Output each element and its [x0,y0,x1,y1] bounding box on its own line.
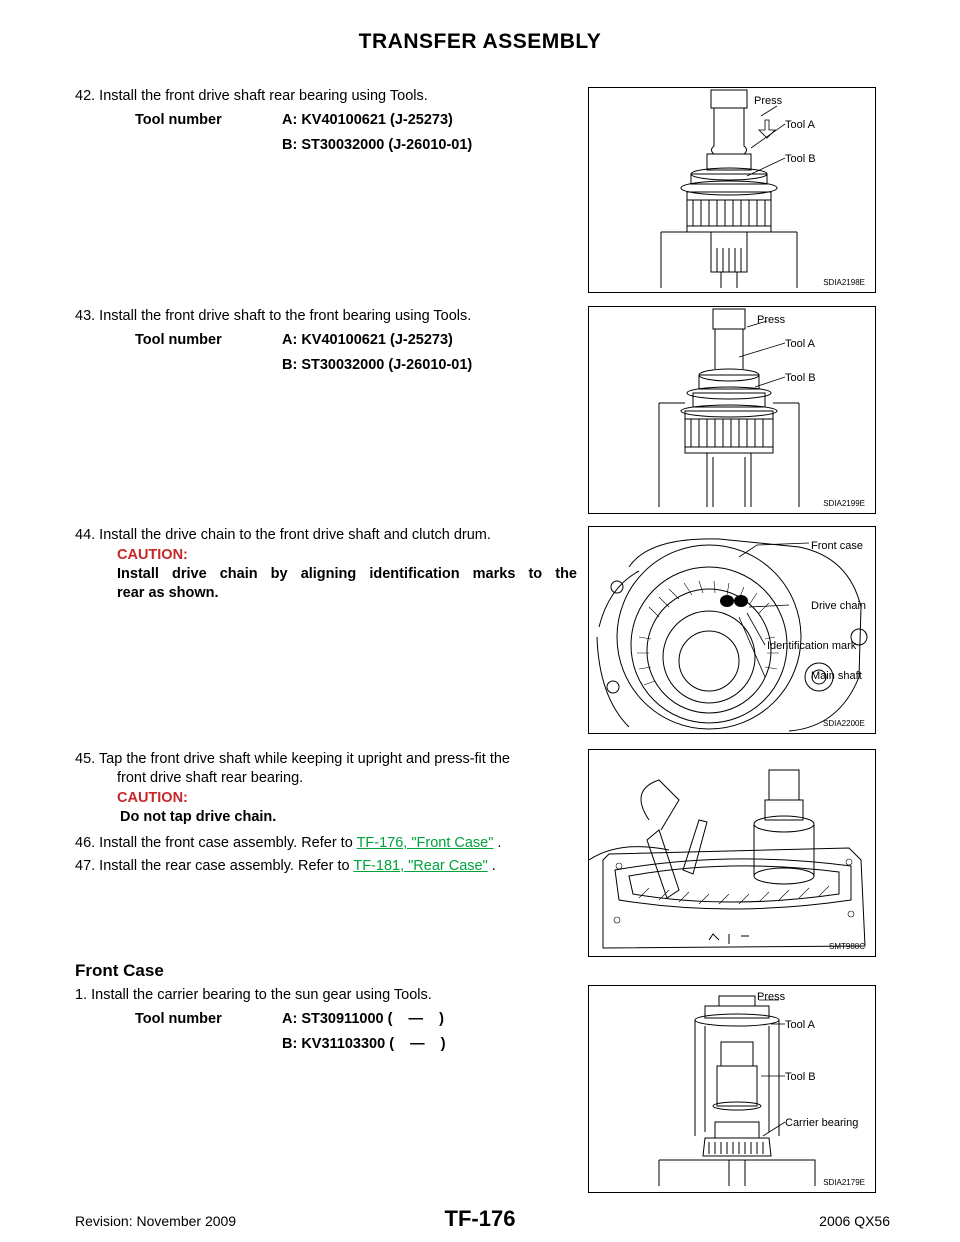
figure-front-shaft-front-bearing: Press Tool A Tool B SDIA2199E [588,306,876,514]
caution-label: CAUTION: [117,790,188,806]
tool-number-label: Tool number [135,332,222,348]
figure-id: SDIA2179E [823,1178,865,1187]
page-number: TF-176 [444,1206,516,1231]
step-47-suffix: . [491,858,496,874]
fig5-tool-b-label: Tool B [785,1071,816,1083]
figure-id: SMT988C [828,942,865,951]
tool-b-value: B: ST30032000 (J-26010-01) [282,137,473,153]
step-45-text-line2: front drive shaft rear bearing. [117,770,304,786]
figure-front-shaft-rear-bearing: Press Tool A Tool B SDIA2198E [588,87,876,293]
tool-a-value: A: ST30911000 ( — ) [282,1011,444,1027]
front-case-step-1-text: 1. Install the carrier bearing to the su… [75,987,432,1003]
tool-a-value: A: KV40100621 (J-25273) [282,332,453,348]
fig3-drive-chain-label: Drive chain [811,600,866,612]
caution-text: Do not tap drive chain. [120,809,277,825]
step-47-text: 47. Install the rear case assembly. Refe… [75,858,350,874]
fig3-main-shaft-label: Main shaft [811,670,862,682]
page-title: TRANSFER ASSEMBLY [358,30,602,53]
tool-number-label: Tool number [135,112,222,128]
fig5-press-label: Press [757,991,786,1003]
step-45-text-line1: 45. Tap the front drive shaft while keep… [75,751,510,767]
fig5-tool-a-label: Tool A [785,1019,816,1031]
figure-id: SDIA2198E [823,278,865,287]
tool-number-label: Tool number [135,1011,222,1027]
footer-revision: Revision: November 2009 [75,1213,237,1229]
step-46: 46. Install the front case assembly. Ref… [75,834,501,852]
caution-text-line2: rear as shown. [117,585,219,601]
caution-label: CAUTION: [117,547,188,563]
rear-case-reference-link[interactable]: TF-181, "Rear Case" [353,858,488,874]
fig5-carrier-bearing-label: Carrier bearing [785,1117,858,1129]
step-44-text: 44. Install the drive chain to the front… [75,527,491,543]
fig1-tool-a-label: Tool A [785,119,816,131]
figure-id: SDIA2200E [823,719,865,728]
step-46-text: 46. Install the front case assembly. Ref… [75,835,353,851]
step-47: 47. Install the rear case assembly. Refe… [75,857,496,875]
step-43-text: 43. Install the front drive shaft to the… [75,308,472,324]
footer-model: 2006 QX56 [819,1213,890,1229]
tool-b-value: B: KV31103300 ( — ) [282,1036,446,1052]
figure-drive-chain: Front case Drive chain Identification ma… [588,526,876,734]
fig3-identification-mark-label: Identification mark [767,640,857,652]
fig1-press-label: Press [754,95,783,107]
tool-b-value: B: ST30032000 (J-26010-01) [282,357,473,373]
figure-press-fit-bearing: SMT988C [588,749,876,957]
fig2-press-label: Press [757,314,786,326]
caution-text-line1: Install drive chain by aligning identifi… [117,566,577,582]
figure-carrier-bearing: Press Tool A Tool B Carrier bearing SDIA… [588,985,876,1193]
fig1-tool-b-label: Tool B [785,153,816,165]
figure-id: SDIA2199E [823,499,865,508]
tool-a-value: A: KV40100621 (J-25273) [282,112,453,128]
fig2-tool-b-label: Tool B [785,372,816,384]
fig3-front-case-label: Front case [811,540,863,552]
section-heading-front-case: Front Case [75,961,164,980]
step-46-suffix: . [497,835,502,851]
fig2-tool-a-label: Tool A [785,338,816,350]
front-case-reference-link[interactable]: TF-176, "Front Case" [356,835,494,851]
step-42-text: 42. Install the front drive shaft rear b… [75,88,428,104]
